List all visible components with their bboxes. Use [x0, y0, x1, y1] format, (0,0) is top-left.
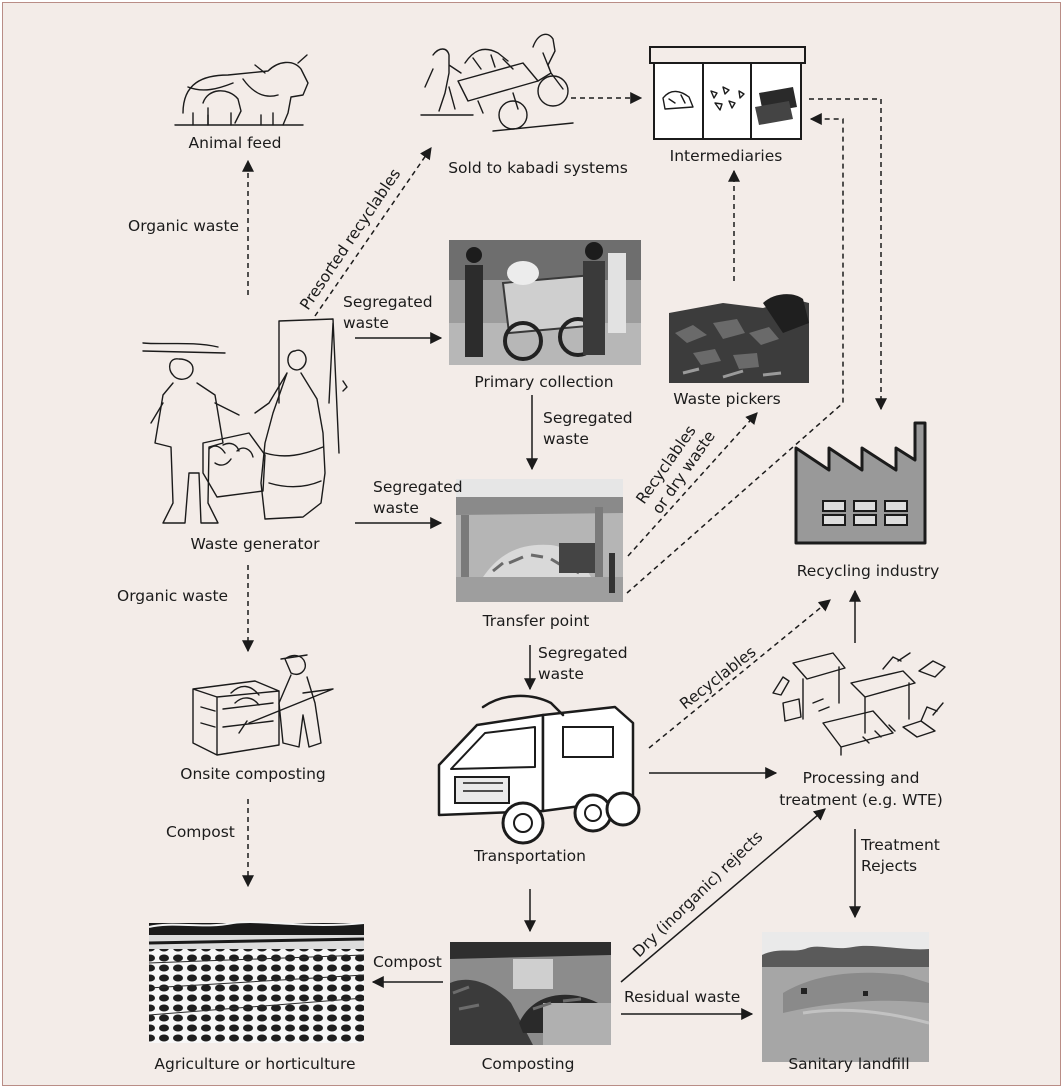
landfill-photo: [762, 932, 930, 1062]
node-waste-generator: Waste generator: [191, 535, 321, 553]
node-waste-pickers: Waste pickers: [673, 390, 781, 408]
node-transfer-point: Transfer point: [482, 612, 590, 630]
edge-presorted: Presorted recyclables: [296, 165, 404, 313]
edge-organic-waste-top: Organic waste: [128, 217, 239, 235]
arrow-transport-to-recycling: [648, 599, 831, 749]
arrow-intermediaries-to-recycling: [809, 98, 887, 411]
primary-collection-photo: [449, 240, 641, 365]
cow-illustration: [174, 54, 309, 126]
flow-arrows: [242, 92, 887, 1020]
node-onsite-composting: Onsite composting: [180, 765, 326, 783]
composting-photo: [450, 942, 611, 1045]
node-composting: Composting: [482, 1055, 575, 1073]
edge-seg4-line2: waste: [538, 665, 584, 683]
edge-organic-waste-bottom: Organic waste: [117, 587, 228, 605]
node-primary-collection: Primary collection: [474, 373, 613, 391]
edge-seg1-line1: Segregated: [343, 293, 433, 311]
edge-seg2-line1: Segregated: [543, 409, 633, 427]
node-processing-line2: treatment (e.g. WTE): [779, 791, 943, 809]
edge-seg2-line2: waste: [543, 430, 589, 448]
truck-illustration: [437, 694, 641, 845]
transfer-point-photo: [456, 479, 623, 602]
edge-seg4-line1: Segregated: [538, 644, 628, 662]
edge-compost-bottom: Compost: [373, 953, 442, 971]
waste-generator-illustration: [142, 318, 348, 524]
node-recycling-industry: Recycling industry: [797, 562, 940, 580]
arrow-transferpoint-to-intermediaries: [626, 113, 844, 594]
edge-seg3-line1: Segregated: [373, 478, 463, 496]
node-processing-line1: Processing and: [803, 769, 920, 787]
agriculture-field-illustration: [148, 921, 365, 1043]
onsite-composting-illustration: [192, 654, 334, 756]
processing-machinery-illustration: [772, 652, 946, 756]
node-animal-feed: Animal feed: [189, 134, 282, 152]
waste-flow-diagram: Animal feed Sold to kabadi systems Inter…: [117, 33, 946, 1073]
arrow-presorted-to-kabadi: [314, 147, 432, 317]
edge-seg3-line2: waste: [373, 499, 419, 517]
edge-treatment-line2: Rejects: [861, 857, 917, 875]
node-labels: Animal feed Sold to kabadi systems Inter…: [154, 134, 942, 1073]
edge-dry-rejects: Dry (inorganic) rejects: [629, 828, 766, 961]
node-landfill: Sanitary landfill: [788, 1055, 909, 1073]
arrow-composting-to-processing: [620, 808, 826, 983]
waste-pickers-photo: [669, 294, 809, 383]
edge-compost-left: Compost: [166, 823, 235, 841]
node-intermediaries: Intermediaries: [670, 147, 783, 165]
node-kabadi: Sold to kabadi systems: [448, 159, 628, 177]
edge-treatment-line1: Treatment: [860, 836, 940, 854]
edge-seg1-line2: waste: [343, 314, 389, 332]
kabadi-cart-illustration: [420, 33, 574, 132]
intermediaries-shop-illustration: [649, 46, 806, 140]
edge-residual: Residual waste: [624, 988, 740, 1006]
factory-illustration: [794, 421, 927, 545]
node-transportation: Transportation: [473, 847, 586, 865]
node-agriculture: Agriculture or horticulture: [154, 1055, 355, 1073]
edge-recyclables: Recyclables: [676, 643, 759, 713]
